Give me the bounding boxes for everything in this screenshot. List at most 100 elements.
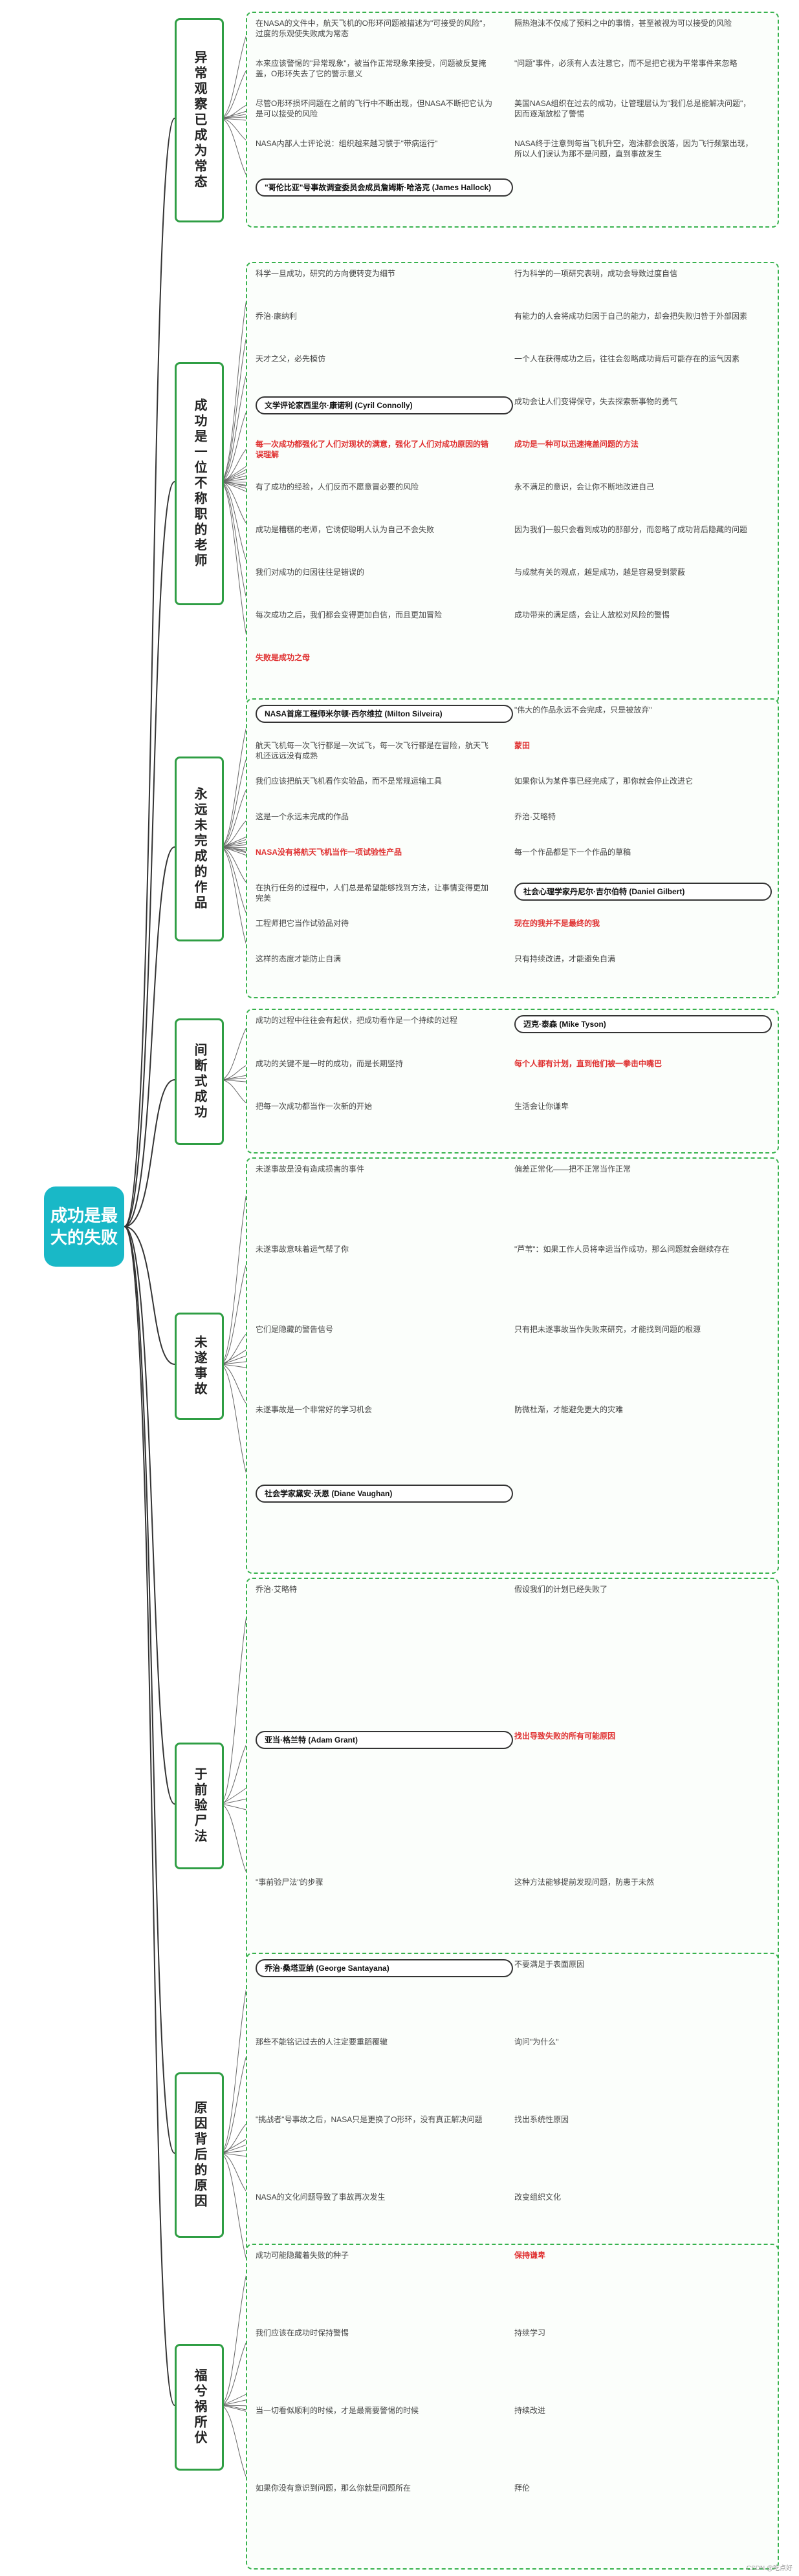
section-2-node-16: 永不满足的意识，会让你不断地改进自己 xyxy=(514,482,655,491)
watermark: CSDN @吃点好 xyxy=(746,2565,793,2572)
section-2-node-18: 与成就有关的观点，越是成功，越是容易受到蒙蔽 xyxy=(514,568,686,577)
section-6-node-4: 假设我们的计划已经失败了 xyxy=(514,1585,608,1594)
section-7-node-9: 改变组织文化 xyxy=(514,2193,562,2202)
section-3-node-6: 在执行任务的过程中，人们总是希望能够找到方法，让事情变得更加完美 xyxy=(256,883,489,903)
section-1-node-5: "哥伦比亚"号事故调查委员会成员詹姆斯·哈洛克 (James Hallock) xyxy=(256,178,513,197)
connector-root-branch-7 xyxy=(124,1226,175,2154)
section-5-node-3: 它们是隐藏的警告信号 xyxy=(256,1325,334,1334)
section-3-node-11: 如果你认为某件事已经完成了，那你就会停止改进它 xyxy=(514,777,694,786)
section-2-node-3: 天才之父，必先模仿 xyxy=(256,354,326,363)
section-2-node-8: 我们对成功的归因往往是错误的 xyxy=(256,568,365,577)
section-3-node-13: 每一个作品都是下一个作品的草稿 xyxy=(514,848,631,857)
connector-root-branch-6 xyxy=(124,1226,175,1805)
connector-root-branch-4 xyxy=(124,1079,175,1227)
section-3-node-5: NASA没有将航天飞机当作一项试验性产品 xyxy=(256,848,402,857)
section-6-node-2: 亚当·格兰特 (Adam Grant) xyxy=(256,1730,513,1749)
section-4-node-5: 每个人都有计划，直到他们被一拳击中嘴巴 xyxy=(514,1058,662,1068)
section-8 xyxy=(246,2244,779,2570)
section-2-node-6: 有了成功的经验，人们反而不愿意冒必要的风险 xyxy=(256,482,419,491)
section-2 xyxy=(246,262,779,704)
section-2-node-5: 每一次成功都强化了人们对现状的满意，强化了人们对成功原因的错误理解 xyxy=(256,440,489,459)
section-6-node-5: 找出导致失败的所有可能原因 xyxy=(514,1731,616,1741)
section-2-node-1: 科学一旦成功，研究的方向便转变为细节 xyxy=(256,269,396,278)
section-7-node-7: 询问"为什么" xyxy=(514,2037,559,2046)
section-3-node-3: 我们应该把航天飞机看作实验品，而不是常规运输工具 xyxy=(256,777,443,786)
section-4-node-6: 生活会让你谦卑 xyxy=(514,1102,569,1111)
section-3-node-12: 乔治·艾略特 xyxy=(514,812,556,821)
connector-root-branch-2 xyxy=(124,481,175,1227)
section-3-node-14: 社会心理学家丹尼尔·吉尔伯特 (Daniel Gilbert) xyxy=(514,883,772,901)
section-2-node-14: 成功会让人们变得保守，失去探索新事物的勇气 xyxy=(514,397,678,406)
section-7-node-6: 不要满足于表面原因 xyxy=(514,1960,585,1969)
section-4-node-1: 成功的过程中往往会有起伏，把成功看作是一个持续的过程 xyxy=(256,1016,458,1025)
section-1-node-8: 美国NASA组织在过去的成功，让管理层认为"我们总是能解决问题"，因而逐渐放松了… xyxy=(514,99,751,118)
section-5-node-4: 未遂事故是一个非常好的学习机会 xyxy=(256,1405,373,1414)
section-4-node-4: 迈克·泰森 (Mike Tyson) xyxy=(514,1015,772,1033)
section-5-node-7: "芦苇"：如果工作人员将幸运当作成功，那么问题就会继续存在 xyxy=(514,1245,730,1254)
section-1-node-2: 本来应该警惕的"异常现象"，被当作正常现象来接受，问题被反复掩盖，O形环失去了它… xyxy=(256,59,487,78)
section-3 xyxy=(246,698,779,998)
section-6-node-6: 这种方法能够提前发现问题，防患于未然 xyxy=(514,1878,655,1887)
section-8-node-2: 我们应该在成功时保持警惕 xyxy=(256,2328,349,2337)
section-3-node-8: 这样的态度才能防止自满 xyxy=(256,954,342,963)
section-2-node-7: 成功是糟糕的老师，它诱使聪明人认为自己不会失败 xyxy=(256,525,435,534)
branch-8: 福兮祸所伏 xyxy=(175,2344,224,2471)
section-3-node-9: "伟大的作品永远不会完成，只是被放弃" xyxy=(514,705,652,714)
section-8-node-1: 成功可能隐藏着失败的种子 xyxy=(256,2251,349,2260)
section-4-node-2: 成功的关键不是一时的成功，而是长期坚持 xyxy=(256,1058,404,1068)
section-2-node-11: 行为科学的一项研究表明，成功会导致过度自信 xyxy=(514,269,678,278)
section-8-node-4: 如果你没有意识到问题，那么你就是问题所在 xyxy=(256,2484,411,2493)
section-3-node-16: 只有持续改进，才能避免自满 xyxy=(514,954,616,963)
branch-4: 间断式成功 xyxy=(175,1018,224,1145)
section-2-node-2: 乔治·康纳利 xyxy=(256,312,297,321)
branch-7: 原因背后的原因 xyxy=(175,2072,224,2238)
section-5-node-5: 社会学家黛安·沃恩 (Diane Vaughan) xyxy=(256,1485,513,1503)
section-6-node-3: "事前验尸法"的步骤 xyxy=(256,1878,323,1887)
section-3-node-4: 这是一个永远未完成的作品 xyxy=(256,812,349,821)
branch-5: 未遂事故 xyxy=(175,1313,224,1420)
section-8-node-5: 保持谦卑 xyxy=(514,2251,546,2260)
section-6-node-1: 乔治·艾略特 xyxy=(256,1585,297,1594)
section-2-node-9: 每次成功之后，我们都会变得更加自信，而且更加冒险 xyxy=(256,610,443,619)
section-7-node-1: 乔治·桑塔亚纳 (George Santayana) xyxy=(256,1959,513,1977)
section-5-node-1: 未遂事故是没有造成损害的事件 xyxy=(256,1165,365,1174)
section-8-node-3: 当一切看似顺利的时候，才是最需要警惕的时候 xyxy=(256,2406,419,2415)
section-3-node-15: 现在的我并不是最终的我 xyxy=(514,919,600,928)
connector-root-branch-5 xyxy=(124,1226,175,1365)
section-5-node-6: 偏差正常化——把不正常当作正常 xyxy=(514,1165,631,1174)
section-4-node-3: 把每一次成功都当作一次新的开始 xyxy=(256,1102,373,1111)
section-1-node-3: 尽管O形环损坏问题在之前的飞行中不断出现，但NASA不断把它认为是可以接受的风险 xyxy=(256,99,493,118)
section-7-node-8: 找出系统性原因 xyxy=(514,2115,569,2124)
section-7-node-3: "挑战者"号事故之后，NASA只是更换了O形环，没有真正解决问题 xyxy=(256,2115,483,2124)
section-1-node-6: 隔热泡沫不仅成了预料之中的事情，甚至被视为可以接受的风险 xyxy=(514,19,732,28)
section-7-node-4: NASA的文化问题导致了事故再次发生 xyxy=(256,2193,386,2202)
branch-2: 成功是一位不称职的老师 xyxy=(175,362,224,605)
section-2-node-12: 有能力的人会将成功归因于自己的能力，却会把失败归咎于外部因素 xyxy=(514,312,748,321)
connector-root-branch-1 xyxy=(124,118,175,1227)
branch-1: 异常观察已成为常态 xyxy=(175,18,224,222)
section-2-node-17: 因为我们一般只会看到成功的那部分，而忽略了成功背后隐藏的问题 xyxy=(514,525,748,534)
section-2-node-19: 成功带来的满足感，会让人放松对风险的警惕 xyxy=(514,610,670,619)
root-node: 成功是最大的失败 xyxy=(44,1186,124,1267)
section-8-node-7: 持续改进 xyxy=(514,2406,546,2415)
section-3-node-2: 航天飞机每一次飞行都是一次试飞，每一次飞行都是在冒险，航天飞机还远远没有成熟 xyxy=(256,741,489,760)
branch-3: 永远未完成的作品 xyxy=(175,757,224,941)
section-3-node-7: 工程师把它当作试验品对待 xyxy=(256,919,349,928)
section-1-node-9: NASA终于注意到每当飞机升空，泡沫都会脱落，因为飞行频繁出现，所以人们误认为那… xyxy=(514,139,753,158)
section-2-node-15: 成功是一种可以迅速掩盖问题的方法 xyxy=(514,440,639,449)
branch-6: 于前验尸法 xyxy=(175,1743,224,1869)
section-5-node-8: 只有把未遂事故当作失败来研究，才能找到问题的根源 xyxy=(514,1325,701,1334)
section-2-node-4: 文学评论家西里尔·康诺利 (Cyril Connolly) xyxy=(256,396,513,414)
section-7-node-2: 那些不能铭记过去的人注定要重蹈覆辙 xyxy=(256,2037,388,2046)
section-5-node-2: 未遂事故意味着运气帮了你 xyxy=(256,1245,349,1254)
section-3-node-10: 蒙田 xyxy=(514,741,531,750)
section-1-node-1: 在NASA的文件中，航天飞机的O形环问题被描述为"可接受的风险"，过度的乐观使失… xyxy=(256,19,490,38)
section-1-node-4: NASA内部人士评论说：组织越来越习惯于"带病运行" xyxy=(256,139,438,148)
section-1-node-7: "问题"事件，必须有人去注意它，而不是把它视为平常事件来忽略 xyxy=(514,59,738,68)
connector-root-branch-3 xyxy=(124,846,175,1227)
section-5 xyxy=(246,1157,779,1574)
section-5-node-9: 防微杜渐，才能避免更大的灾难 xyxy=(514,1405,624,1414)
section-2-node-13: 一个人在获得成功之后，往往会忽略成功背后可能存在的运气因素 xyxy=(514,354,740,363)
section-8-node-8: 拜伦 xyxy=(514,2484,531,2493)
section-2-node-10: 失败是成功之母 xyxy=(256,653,311,662)
